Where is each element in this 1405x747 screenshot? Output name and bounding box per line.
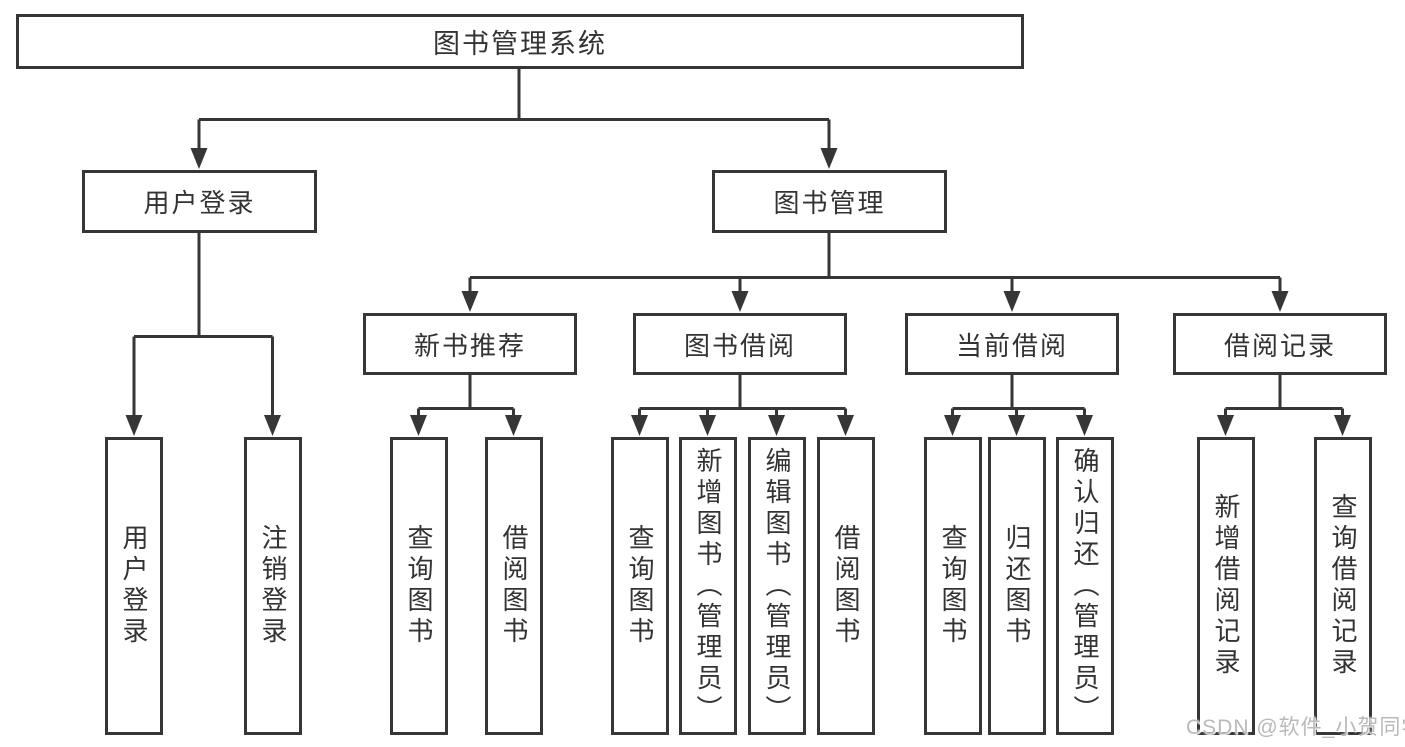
leaf-logout-login: 注销登录 <box>244 437 302 735</box>
node-borrow-records: 借阅记录 <box>1173 313 1387 375</box>
node-book-borrow: 图书借阅 <box>633 313 847 375</box>
arrowheads-group <box>125 148 1351 436</box>
leaf-borrow-books-recommend: 借阅图书 <box>485 437 543 735</box>
node-book-borrow-label: 图书借阅 <box>683 330 796 361</box>
leaf-query-books-borrow-label: 查询图书 <box>625 524 655 648</box>
arrow-down-icon <box>1008 415 1025 436</box>
node-new-book-recommend: 新书推荐 <box>363 313 577 375</box>
leaf-query-books-current: 查询图书 <box>924 437 982 735</box>
arrow-down-icon <box>505 415 522 436</box>
arrow-down-icon <box>1217 415 1234 436</box>
arrow-down-icon <box>699 415 716 436</box>
leaf-add-borrow-record-label: 新增借阅记录 <box>1211 493 1241 679</box>
leaf-confirm-return-admin: 确认归还（管理员） <box>1056 437 1114 735</box>
arrow-down-icon <box>837 415 854 436</box>
arrow-down-icon <box>1003 291 1021 312</box>
leaf-borrow-books-2-label: 借阅图书 <box>831 524 861 648</box>
node-user-login-label: 用户登录 <box>143 188 256 218</box>
leaf-confirm-return-admin-label: 确认归还（管理员） <box>1070 446 1100 726</box>
leaf-borrow-books-recommend-label: 借阅图书 <box>499 524 529 648</box>
node-current-borrow: 当前借阅 <box>905 313 1119 375</box>
node-root-label: 图书管理系统 <box>433 29 607 59</box>
leaf-user-login-label: 用户登录 <box>119 524 149 648</box>
leaf-user-login: 用户登录 <box>105 437 163 735</box>
arrow-down-icon <box>631 415 648 436</box>
arrow-down-icon <box>1271 291 1289 312</box>
leaf-return-book: 归还图书 <box>988 437 1046 735</box>
node-book-management-label: 图书管理 <box>773 188 886 218</box>
arrow-down-icon <box>820 148 838 169</box>
leaf-query-borrow-record-label: 查询借阅记录 <box>1328 493 1358 679</box>
leaf-add-book-admin: 新增图书（管理员） <box>679 437 737 735</box>
connector-path <box>132 68 1344 418</box>
arrow-down-icon <box>944 415 961 436</box>
leaf-logout-login-label: 注销登录 <box>258 524 288 648</box>
arrow-down-icon <box>190 148 208 169</box>
csdn-watermark: CSDN @软件_小贺同学 <box>1186 716 1405 739</box>
node-book-management: 图书管理 <box>712 170 947 233</box>
leaf-edit-book-admin-label: 编辑图书（管理员） <box>762 446 792 726</box>
arrow-down-icon <box>410 415 427 436</box>
node-user-login: 用户登录 <box>82 170 317 233</box>
leaf-query-books-recommend: 查询图书 <box>390 437 448 735</box>
arrow-down-icon <box>264 415 281 436</box>
arrow-down-icon <box>1076 415 1093 436</box>
node-new-book-recommend-label: 新书推荐 <box>413 330 526 361</box>
arrow-down-icon <box>768 415 785 436</box>
node-borrow-records-label: 借阅记录 <box>1223 330 1336 361</box>
leaf-query-books-recommend-label: 查询图书 <box>404 524 434 648</box>
leaf-edit-book-admin: 编辑图书（管理员） <box>748 437 806 735</box>
leaf-add-borrow-record: 新增借阅记录 <box>1197 437 1255 735</box>
arrow-down-icon <box>731 291 749 312</box>
arrow-down-icon <box>1334 415 1351 436</box>
leaf-query-borrow-record: 查询借阅记录 <box>1314 437 1372 735</box>
arrow-down-icon <box>125 415 143 436</box>
node-root: 图书管理系统 <box>16 14 1024 69</box>
arrow-down-icon <box>461 291 479 312</box>
leaf-borrow-books-2: 借阅图书 <box>817 437 875 735</box>
leaf-query-books-current-label: 查询图书 <box>938 524 968 648</box>
node-current-borrow-label: 当前借阅 <box>955 330 1068 361</box>
leaf-add-book-admin-label: 新增图书（管理员） <box>693 446 723 726</box>
leaf-query-books-borrow: 查询图书 <box>611 437 669 735</box>
leaf-return-book-label: 归还图书 <box>1002 524 1032 648</box>
